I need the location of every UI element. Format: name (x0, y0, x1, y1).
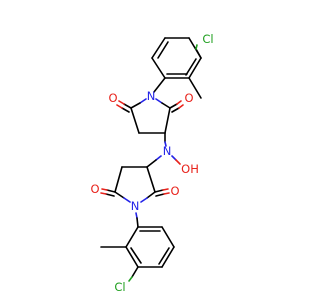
bond (116, 104, 123, 109)
bond (114, 191, 125, 199)
bond (125, 226, 139, 248)
bond (118, 100, 125, 105)
bond (188, 57, 202, 79)
bond (155, 98, 163, 104)
bond (105, 193, 115, 197)
bond (188, 77, 202, 99)
bond (176, 100, 182, 105)
chlorine-atom-label: Cl (202, 32, 213, 46)
bottom-aryl-ring (100, 226, 175, 282)
bond (131, 266, 139, 278)
bond (135, 212, 138, 219)
central-hydroxylamine (146, 155, 181, 168)
bond (140, 197, 148, 203)
bond (185, 58, 197, 76)
bond (123, 197, 131, 203)
bond (130, 107, 140, 134)
atom-labels: Cl O N O N OH O N O Cl (90, 32, 213, 294)
bond (155, 155, 162, 161)
bond (128, 276, 133, 282)
nitrogen-atom-label: N (163, 144, 172, 158)
bond (151, 37, 166, 59)
bond (161, 102, 171, 109)
bond (157, 41, 169, 59)
oxygen-atom-label: O (90, 182, 99, 196)
bond (146, 191, 156, 199)
nitrogen-atom-label: N (131, 199, 140, 213)
bond (171, 155, 177, 161)
bond (164, 141, 167, 147)
bond (100, 192, 107, 195)
bond (158, 247, 170, 265)
oxygen-atom-label: O (184, 91, 193, 105)
bond (153, 77, 166, 93)
bond (161, 246, 175, 268)
bond (154, 189, 164, 193)
oxygen-atom-label: O (108, 91, 117, 105)
hydroxyl-group-label: OH (181, 162, 199, 176)
bond (121, 107, 130, 113)
chlorine-atom-label: Cl (114, 280, 125, 294)
chemical-structure-diagram: Cl O N O N OH O N O Cl (90, 32, 213, 294)
bottom-succinimide-ring (100, 166, 170, 228)
bond (114, 166, 123, 193)
bond (169, 103, 178, 109)
bond (136, 217, 139, 228)
top-succinimide-ring (116, 77, 184, 147)
bond (146, 159, 157, 168)
bond (151, 57, 166, 79)
bond (175, 159, 181, 165)
top-aryl-ring (151, 37, 202, 99)
bond (106, 189, 116, 193)
bond (195, 44, 198, 50)
bond (164, 107, 171, 134)
bond (178, 104, 184, 109)
bond (162, 188, 169, 191)
nitrogen-atom-label: N (147, 89, 156, 103)
oxygen-atom-label: O (170, 184, 179, 198)
bond (171, 107, 180, 113)
bond (123, 103, 132, 109)
bond (139, 98, 147, 104)
bond (163, 192, 170, 195)
bond (130, 247, 142, 264)
bond (125, 246, 139, 268)
bond (101, 188, 108, 191)
bond (161, 226, 175, 248)
bond (195, 48, 202, 59)
bond (130, 102, 141, 109)
bond (146, 166, 156, 193)
bond (155, 193, 165, 197)
